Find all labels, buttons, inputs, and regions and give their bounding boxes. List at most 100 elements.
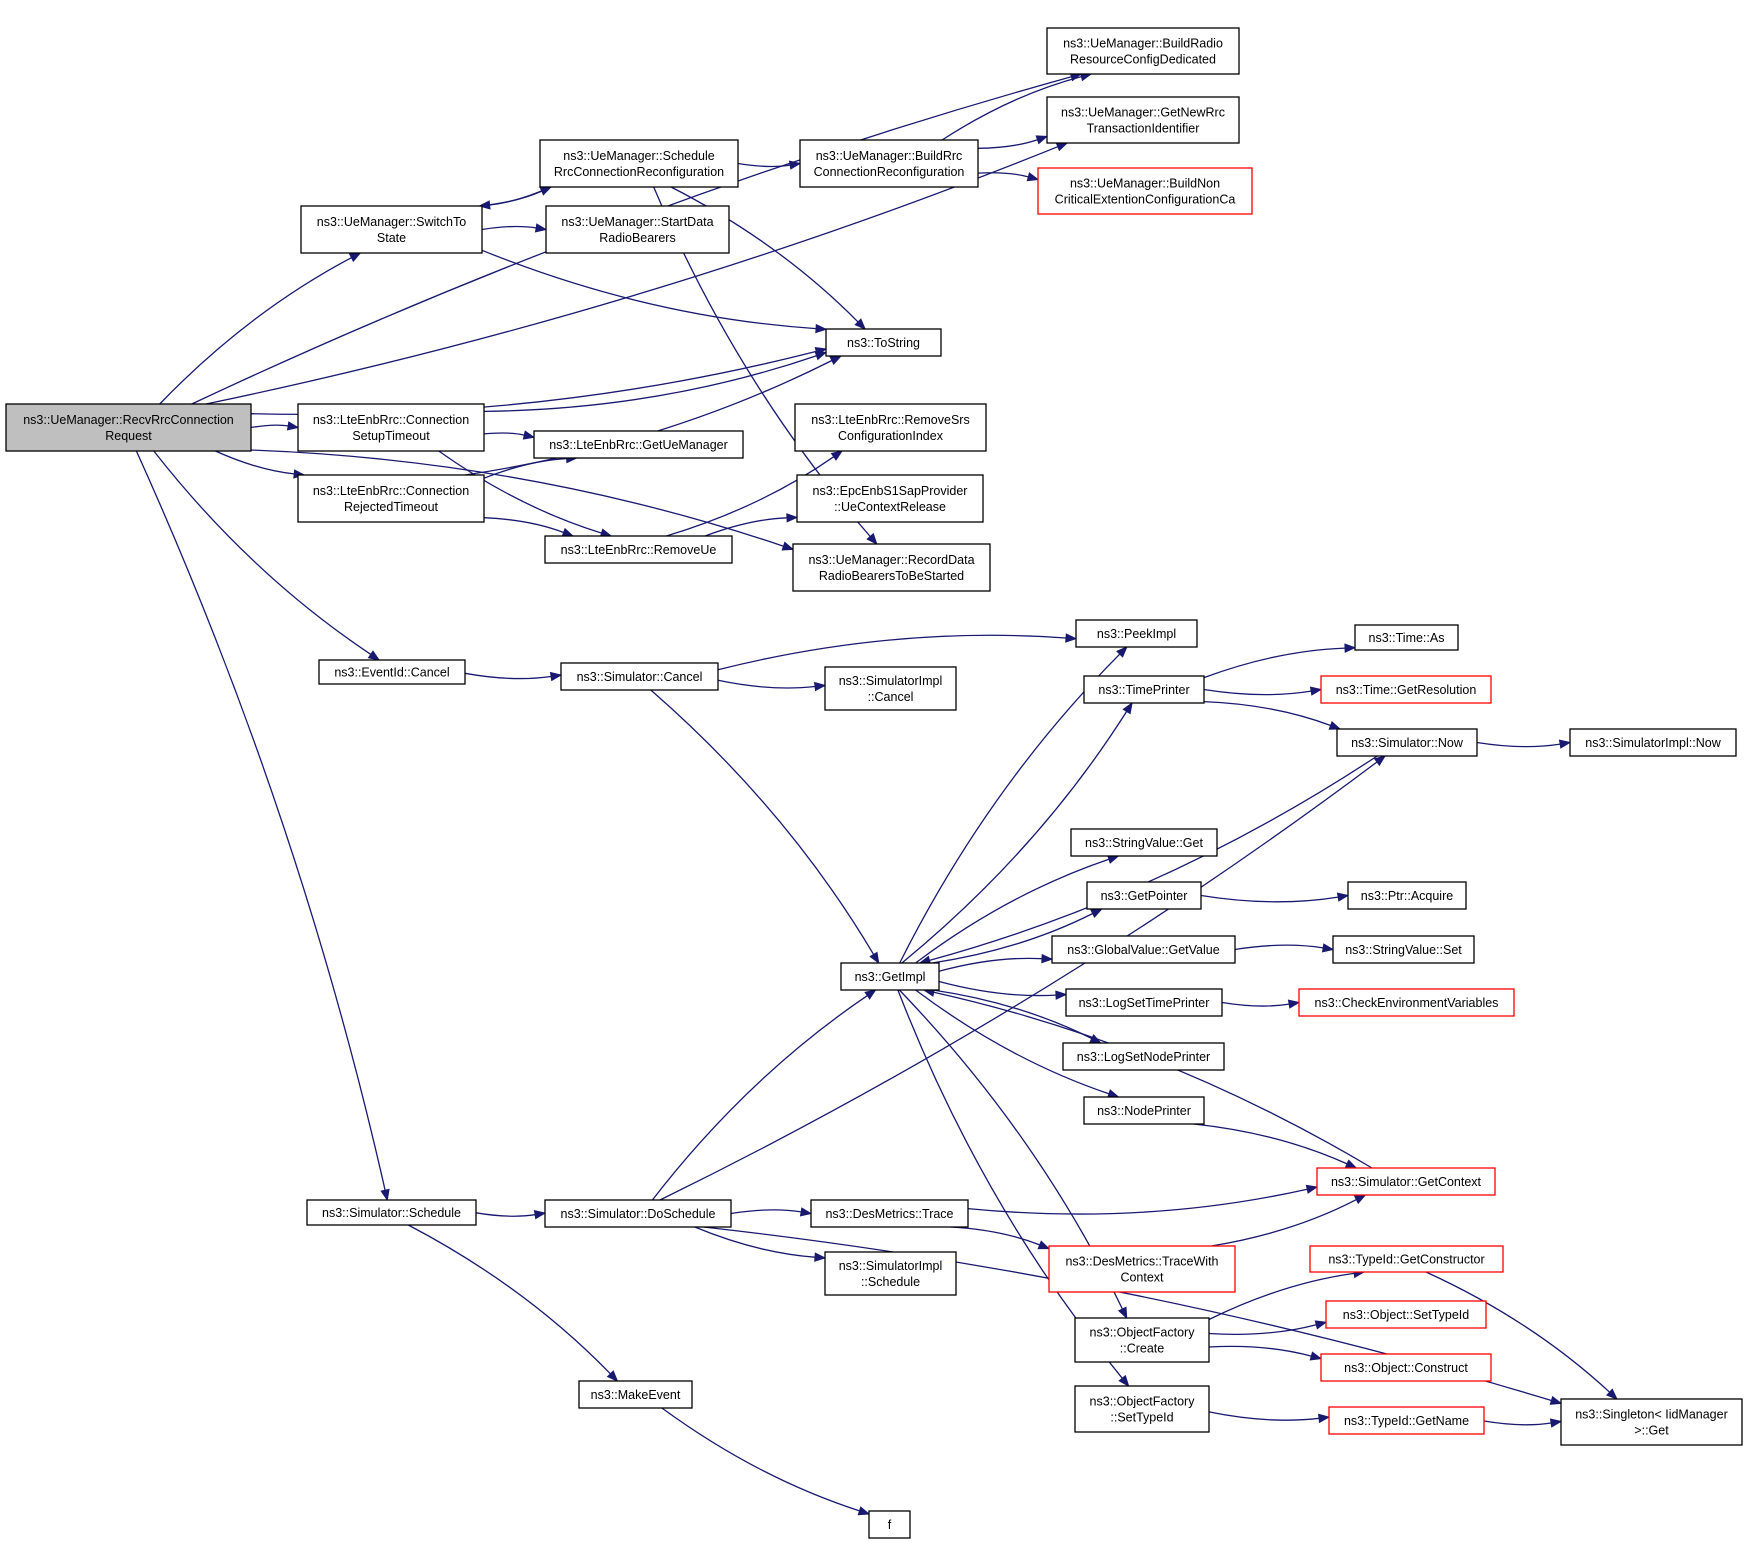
node-label: ns3::UeManager::RecvRrcConnection [23, 413, 234, 427]
node-label: ns3::LogSetNodePrinter [1077, 1050, 1210, 1064]
node-getPointer[interactable]: ns3::GetPointer [1086, 881, 1202, 910]
node-simImplSched[interactable]: ns3::SimulatorImpl::Schedule [824, 1251, 957, 1296]
edge-switchTo-to-schedRrc [479, 186, 553, 207]
node-nodePrinter[interactable]: ns3::NodePrinter [1083, 1096, 1205, 1125]
node-box [1083, 675, 1205, 704]
arrowhead [1309, 1351, 1323, 1361]
node-checkEnv[interactable]: ns3::CheckEnvironmentVariables [1298, 988, 1515, 1017]
node-globalGet[interactable]: ns3::GlobalValue::GetValue [1051, 935, 1236, 964]
arrowhead [814, 1252, 827, 1262]
node-removeUe[interactable]: ns3::LteEnbRrc::RemoveUe [544, 535, 733, 564]
node-label: ResourceConfigDedicated [1070, 53, 1216, 67]
node-box [1298, 988, 1515, 1017]
node-desTrace[interactable]: ns3::DesMetrics::Trace [810, 1199, 969, 1228]
node-getContext[interactable]: ns3::Simulator::GetContext [1316, 1167, 1496, 1196]
edge-root-to-simSchedule [135, 450, 390, 1202]
node-logTime[interactable]: ns3::LogSetTimePrinter [1065, 988, 1223, 1017]
arrowhead [1055, 142, 1069, 152]
node-box [1325, 1300, 1487, 1329]
node-label: ns3::TypeId::GetConstructor [1328, 1253, 1484, 1267]
arrowhead [1373, 755, 1387, 767]
node-objConstruct[interactable]: ns3::Object::Construct [1320, 1353, 1492, 1382]
node-simImplCancel[interactable]: ns3::SimulatorImpl::Cancel [824, 666, 957, 711]
edge-schedRrc-to-buildRrc [737, 160, 802, 170]
edge-timePrinter-to-simNow [1203, 700, 1342, 730]
node-buildRadio[interactable]: ns3::UeManager::BuildRadioResourceConfig… [1046, 27, 1240, 75]
node-label: ns3::UeManager::StartData [561, 215, 713, 229]
node-eventCancel[interactable]: ns3::EventId::Cancel [318, 659, 466, 685]
edge-timePrinter-to-timeRes [1203, 686, 1323, 696]
node-box [1075, 619, 1198, 648]
node-toString[interactable]: ns3::ToString [825, 328, 942, 357]
node-getUeMgr[interactable]: ns3::LteEnbRrc::GetUeManager [533, 430, 744, 459]
node-timePrinter[interactable]: ns3::TimePrinter [1083, 675, 1205, 704]
node-box [544, 535, 733, 564]
node-label: ns3::LteEnbRrc::GetUeManager [549, 438, 728, 452]
node-ofSetTypeId[interactable]: ns3::ObjectFactory::SetTypeId [1074, 1385, 1210, 1433]
node-getCtor[interactable]: ns3::TypeId::GetConstructor [1309, 1245, 1504, 1273]
edge-simSchedule-to-doSchedule [475, 1210, 547, 1220]
node-ofCreate[interactable]: ns3::ObjectFactory::Create [1074, 1317, 1210, 1363]
node-box [1320, 1353, 1492, 1382]
arrowhead [286, 421, 300, 431]
node-box [1569, 728, 1737, 757]
node-removeSrs[interactable]: ns3::LteEnbRrc::RemoveSrsConfigurationIn… [794, 403, 987, 452]
node-ptrAcquire[interactable]: ns3::Ptr::Acquire [1347, 881, 1467, 910]
node-makeEvent[interactable]: ns3::MakeEvent [578, 1380, 693, 1409]
edge-getPointer-to-ptrAcquire [1200, 892, 1350, 903]
edge-root-to-switchTo [159, 252, 362, 405]
node-schedRrc[interactable]: ns3::UeManager::ScheduleRrcConnectionRec… [539, 139, 739, 188]
node-label: ns3::Singleton< IidManager [1575, 1408, 1728, 1422]
node-simImplNow[interactable]: ns3::SimulatorImpl::Now [1569, 728, 1737, 757]
node-recordData[interactable]: ns3::UeManager::RecordDataRadioBearersTo… [792, 543, 991, 592]
node-label: Context [1120, 1271, 1164, 1285]
node-strGet[interactable]: ns3::StringValue::Get [1070, 828, 1218, 857]
node-timeRes[interactable]: ns3::Time::GetResolution [1320, 675, 1492, 704]
node-peekImpl[interactable]: ns3::PeekImpl [1075, 619, 1198, 648]
edge-schedRrc-to-toString [670, 186, 867, 330]
node-label: ns3::LteEnbRrc::RemoveUe [561, 543, 717, 557]
arrowhead [866, 532, 878, 546]
arrowhead [864, 989, 877, 1000]
node-box [1332, 935, 1475, 964]
node-singleton[interactable]: ns3::Singleton< IidManager >::Get [1560, 1398, 1743, 1446]
node-setTypeIdObj[interactable]: ns3::Object::SetTypeId [1325, 1300, 1487, 1329]
node-logNode[interactable]: ns3::LogSetNodePrinter [1062, 1042, 1225, 1071]
node-strSet[interactable]: ns3::StringValue::Set [1332, 935, 1475, 964]
node-buildNon[interactable]: ns3::UeManager::BuildNonCriticalExtentio… [1037, 167, 1253, 215]
node-simSchedule[interactable]: ns3::Simulator::Schedule [306, 1199, 477, 1226]
node-box [1046, 96, 1240, 144]
node-label: ns3::LogSetTimePrinter [1079, 996, 1210, 1010]
node-timeAs[interactable]: ns3::Time::As [1354, 624, 1459, 651]
node-epcUeCtx[interactable]: ns3::EpcEnbS1SapProvider::UeContextRelea… [796, 474, 984, 523]
node-buildRrc[interactable]: ns3::UeManager::BuildRrcConnectionReconf… [799, 139, 979, 188]
arrowhead [815, 323, 828, 334]
node-label: ns3::UeManager::GetNewRrc [1061, 106, 1225, 120]
node-label: RadioBearers [599, 231, 675, 245]
node-box [868, 1510, 911, 1539]
node-connRej[interactable]: ns3::LteEnbRrc::ConnectionRejectedTimeou… [297, 474, 485, 523]
node-typeIdName[interactable]: ns3::TypeId::GetName [1328, 1406, 1485, 1435]
arrowhead [1090, 908, 1103, 918]
node-getImpl[interactable]: ns3::GetImpl [840, 962, 940, 991]
node-label: >::Get [1634, 1424, 1669, 1438]
node-f[interactable]: f [868, 1510, 911, 1539]
node-simNow[interactable]: ns3::Simulator::Now [1336, 728, 1478, 757]
node-label: TransactionIdentifier [1087, 122, 1200, 136]
node-getNewRrc[interactable]: ns3::UeManager::GetNewRrcTransactionIden… [1046, 96, 1240, 144]
node-box [1086, 881, 1202, 910]
edge-logTime-to-checkEnv [1221, 999, 1301, 1009]
node-label: ns3::Ptr::Acquire [1361, 889, 1453, 903]
node-label: State [377, 231, 406, 245]
node-doSchedule[interactable]: ns3::Simulator::DoSchedule [544, 1199, 732, 1228]
node-label: RadioBearersToBeStarted [819, 569, 964, 583]
node-label: ns3::DesMetrics::TraceWith [1065, 1255, 1218, 1269]
node-simCancel[interactable]: ns3::Simulator::Cancel [560, 662, 719, 691]
arrowhead [1065, 633, 1078, 643]
arrowhead [1318, 1413, 1331, 1424]
